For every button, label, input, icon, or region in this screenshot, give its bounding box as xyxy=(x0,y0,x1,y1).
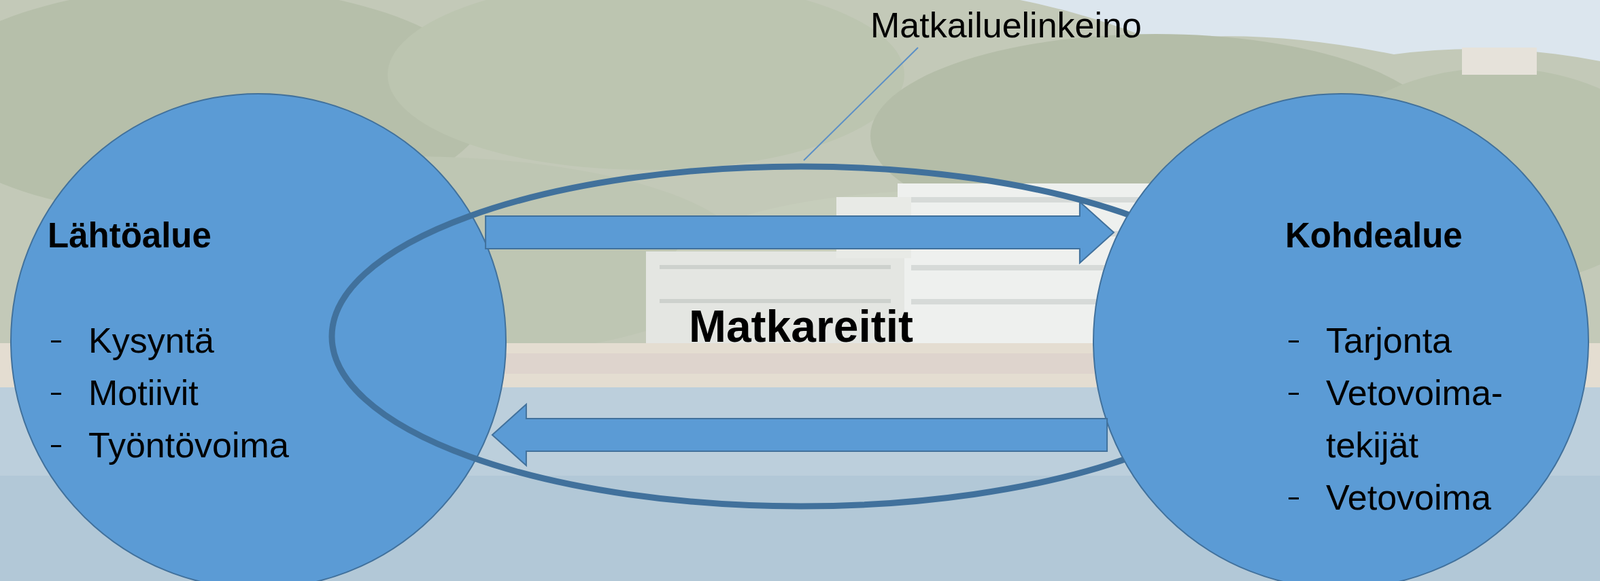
list-item: Motiivit xyxy=(47,367,429,420)
region-heading: Kohdealue xyxy=(1285,209,1530,262)
list-item: Työntövoima xyxy=(47,419,429,472)
region-circle: KohdealueTarjontaVetovoima- tekijätVetov… xyxy=(1092,93,1590,581)
bullet-dash xyxy=(1288,340,1299,343)
block-arrow xyxy=(492,404,1108,466)
circle-shape xyxy=(10,93,506,581)
region-heading: Lähtöalue xyxy=(47,209,429,262)
leader-line xyxy=(803,47,918,161)
list-text: Vetovoima xyxy=(1325,471,1492,525)
circle-content: LähtöalueKysyntäMotiivitTyöntövoima xyxy=(47,209,429,472)
circle-content: KohdealueTarjontaVetovoima- tekijätVetov… xyxy=(1285,209,1530,525)
bullet-dash xyxy=(50,340,62,343)
bullet-dash xyxy=(50,445,62,448)
list-text: Motiivit xyxy=(88,367,199,420)
region-circle: LähtöalueKysyntäMotiivitTyöntövoima xyxy=(10,93,507,581)
circle-shape xyxy=(1093,93,1589,581)
list-text: Työntövoima xyxy=(88,419,289,472)
list-item: Kysyntä xyxy=(47,314,429,368)
bullet-dash xyxy=(1288,497,1299,500)
route-title: Matkareitit xyxy=(688,299,914,354)
list-text: Tarjonta xyxy=(1325,314,1452,368)
list-item: Vetovoima xyxy=(1285,471,1530,525)
list-text: Vetovoima- tekijät xyxy=(1325,367,1530,472)
list-item: Tarjonta xyxy=(1285,314,1530,368)
bullet-dash xyxy=(50,393,62,396)
list-text: Kysyntä xyxy=(88,314,215,368)
block-arrow xyxy=(485,201,1114,264)
circle-outline xyxy=(10,93,507,581)
bullet-dash xyxy=(1288,393,1299,396)
callout-label: Matkailuelinkeino xyxy=(870,4,1142,47)
list-item: Vetovoima- tekijät xyxy=(1285,367,1530,472)
